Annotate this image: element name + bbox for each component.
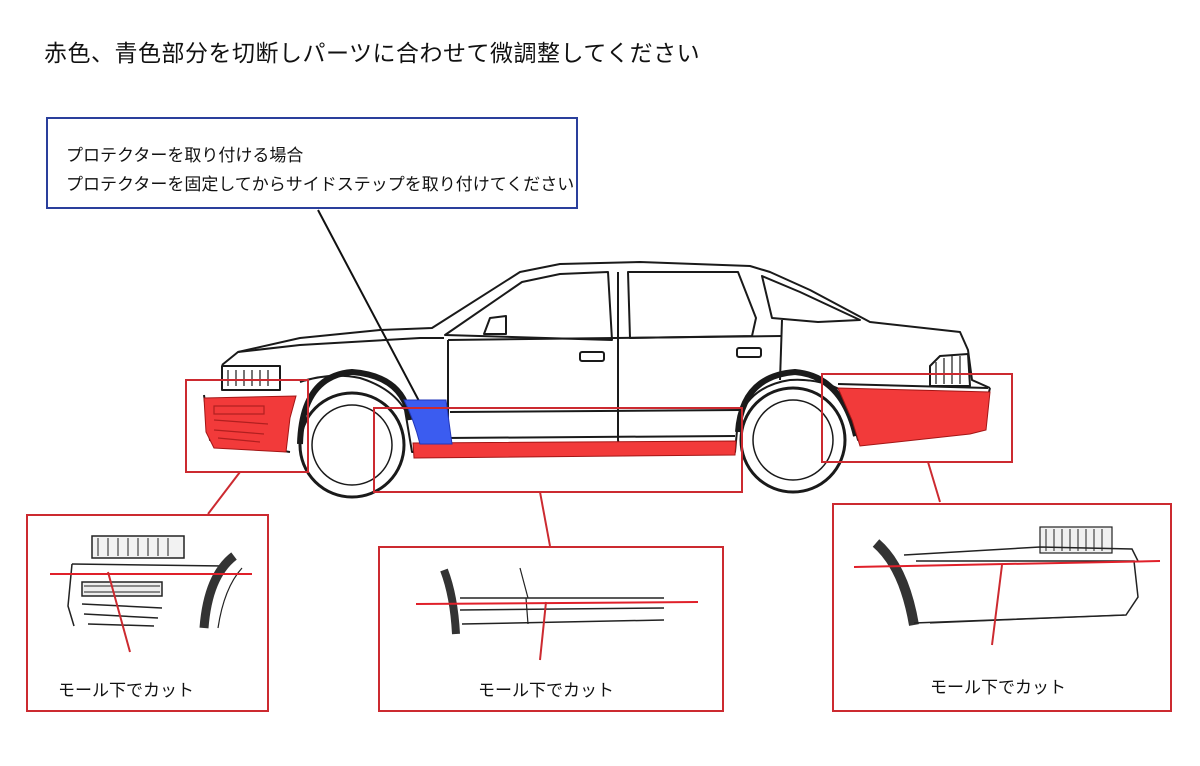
front-detail-box: モール下でカット	[26, 514, 269, 712]
protector-area	[403, 399, 453, 445]
instruction-title: 赤色、青色部分を切断しパーツに合わせて微調整してください	[44, 41, 701, 67]
side-detail-drawing	[415, 567, 699, 661]
protector-note-line2: プロテクターを固定してからサイドステップを取り付けてください	[66, 175, 575, 195]
side-detail-caption: モール下でカット	[478, 681, 614, 701]
rear-highlight-frame	[821, 373, 1013, 463]
side-highlight-frame	[373, 407, 743, 493]
front-connector	[207, 471, 241, 515]
protector-note-line1: プロテクターを取り付ける場合	[66, 146, 304, 166]
rear-detail-drawing	[853, 526, 1161, 646]
side-connector	[539, 491, 551, 547]
rear-connector	[927, 461, 941, 503]
front-detail-drawing	[50, 535, 252, 653]
rear-detail-box: モール下でカット	[832, 503, 1172, 712]
front-bumper-cut-area	[203, 395, 297, 453]
note-leader-line	[317, 209, 429, 419]
front-detail-caption: モール下でカット	[58, 681, 194, 701]
rear-detail-caption: モール下でカット	[930, 678, 1066, 698]
protector-note-box: プロテクターを取り付ける場合 プロテクターを固定してからサイドステップを取り付け…	[46, 117, 578, 209]
rear-wheel	[735, 368, 859, 494]
front-highlight-frame	[185, 379, 309, 473]
rear-bumper-cut-area	[837, 387, 991, 447]
side-step-cut-area	[412, 440, 737, 459]
side-detail-box: モール下でカット	[378, 546, 724, 712]
front-wheel	[297, 368, 413, 499]
